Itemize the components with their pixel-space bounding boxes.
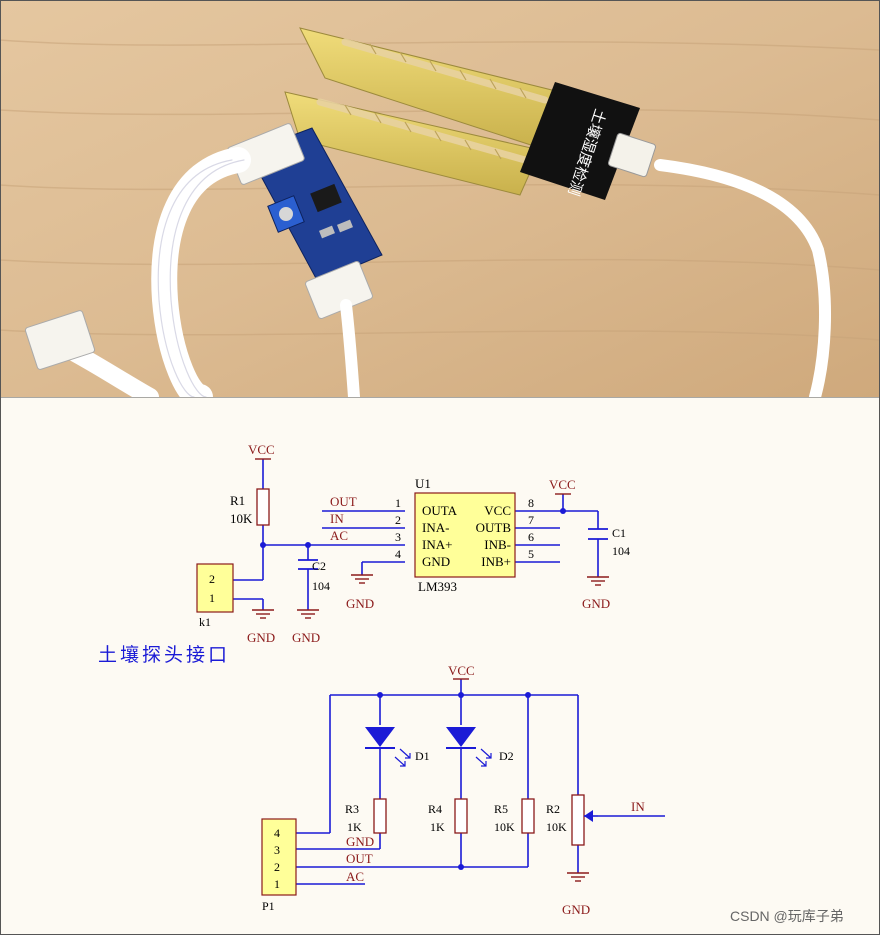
d2-designator: D2 <box>499 749 514 763</box>
gnd-label-k1: GND <box>247 630 275 645</box>
r3-value: 1K <box>347 820 362 834</box>
gnd-label-u1: GND <box>346 596 374 611</box>
u1-pin3-name: INA+ <box>422 537 452 552</box>
r3-designator: R3 <box>345 802 359 816</box>
p1-pin-3: 3 <box>274 843 280 857</box>
k1-pin-1: 1 <box>209 591 215 605</box>
u1-pin8-name: VCC <box>484 503 511 518</box>
d1-designator: D1 <box>415 749 430 763</box>
wiring <box>233 459 665 885</box>
resistor-r1: R1 10K <box>230 488 270 526</box>
junctions <box>260 508 566 870</box>
gnd-label-r2: GND <box>562 902 590 917</box>
connector-p1: 4 3 2 1 P1 <box>261 818 297 913</box>
u1-pin1-name: OUTA <box>422 503 458 518</box>
vcc-symbol-leds: VCC <box>448 663 475 680</box>
u1-pin2-num: 2 <box>395 513 401 527</box>
resistor-r5: R5 10K <box>494 798 535 834</box>
net-label-ac-p1: AC <box>346 869 364 884</box>
c2-designator: C2 <box>312 559 326 573</box>
comparator-u1: U1 LM393 OUTA INA- INA+ GND VCC OUTB INB… <box>395 476 534 594</box>
net-label-out: OUT <box>330 494 357 509</box>
u1-pin8-num: 8 <box>528 496 534 510</box>
k1-designator: k1 <box>199 615 211 629</box>
vcc-symbol-u1: VCC <box>549 477 576 495</box>
r4-value: 1K <box>430 820 445 834</box>
r5-designator: R5 <box>494 802 508 816</box>
r2-value: 10K <box>546 820 567 834</box>
u1-pin5-num: 5 <box>528 547 534 561</box>
p1-pin-4: 4 <box>274 826 280 840</box>
r5-value: 10K <box>494 820 515 834</box>
watermark: CSDN @玩库子弟 <box>730 908 844 924</box>
net-label-ac: AC <box>330 528 348 543</box>
c1-value: 104 <box>612 544 630 558</box>
vcc-label-r1: VCC <box>248 442 275 457</box>
probe-interface-caption: 土壤探头接口 <box>98 644 230 666</box>
r2-designator: R2 <box>546 802 560 816</box>
sensor-photo: 土壤湿度检测 <box>0 0 880 397</box>
net-label-in: IN <box>330 511 344 526</box>
u1-pin4-num: 4 <box>395 547 401 561</box>
u1-pin6-num: 6 <box>528 530 534 544</box>
u1-pin1-num: 1 <box>395 496 401 510</box>
p1-pin-2: 2 <box>274 860 280 874</box>
r1-value: 10K <box>230 511 253 526</box>
capacitor-c2 <box>298 559 318 570</box>
vcc-label-u1: VCC <box>549 477 576 492</box>
u1-part: LM393 <box>418 579 457 594</box>
loose-connector <box>24 310 96 370</box>
vcc-symbol-r1: VCC <box>248 442 275 460</box>
capacitor-c1 <box>588 528 608 540</box>
net-label-in-r2: IN <box>631 799 645 814</box>
u1-pin7-name: OUTB <box>476 520 512 535</box>
probe-fork: 土壤湿度检测 <box>284 27 656 200</box>
u1-pin4-name: GND <box>422 554 450 569</box>
vcc-label-leds: VCC <box>448 663 475 678</box>
c1-designator: C1 <box>612 526 626 540</box>
u1-pin7-num: 7 <box>528 513 534 527</box>
net-label-out-p1: OUT <box>346 851 373 866</box>
u1-designator: U1 <box>415 476 431 491</box>
led-d2: D2 <box>446 727 514 767</box>
u1-pin5-name: INB+ <box>481 554 511 569</box>
k1-pin-2: 2 <box>209 572 215 586</box>
schematic: U1 LM393 OUTA INA- INA+ GND VCC OUTB INB… <box>0 397 880 935</box>
resistor-r3: R3 1K <box>345 798 387 834</box>
gnd-label-c1: GND <box>582 596 610 611</box>
connector-k1: 2 1 k1 <box>196 563 234 629</box>
p1-designator: P1 <box>262 899 275 913</box>
potentiometer-r2: R2 10K <box>546 794 598 846</box>
net-label-gnd-p1: GND <box>346 834 374 849</box>
u1-pin6-name: INB- <box>484 537 511 552</box>
driver-board <box>227 123 383 320</box>
u1-pin3-num: 3 <box>395 530 401 544</box>
resistor-r4: R4 1K <box>428 798 468 834</box>
c2-value: 104 <box>312 579 330 593</box>
led-d1: D1 <box>365 727 430 767</box>
p1-pin-1: 1 <box>274 877 280 891</box>
gnd-label-c2: GND <box>292 630 320 645</box>
u1-pin2-name: INA- <box>422 520 449 535</box>
ground-symbols <box>252 574 609 882</box>
r1-designator: R1 <box>230 493 245 508</box>
r4-designator: R4 <box>428 802 442 816</box>
